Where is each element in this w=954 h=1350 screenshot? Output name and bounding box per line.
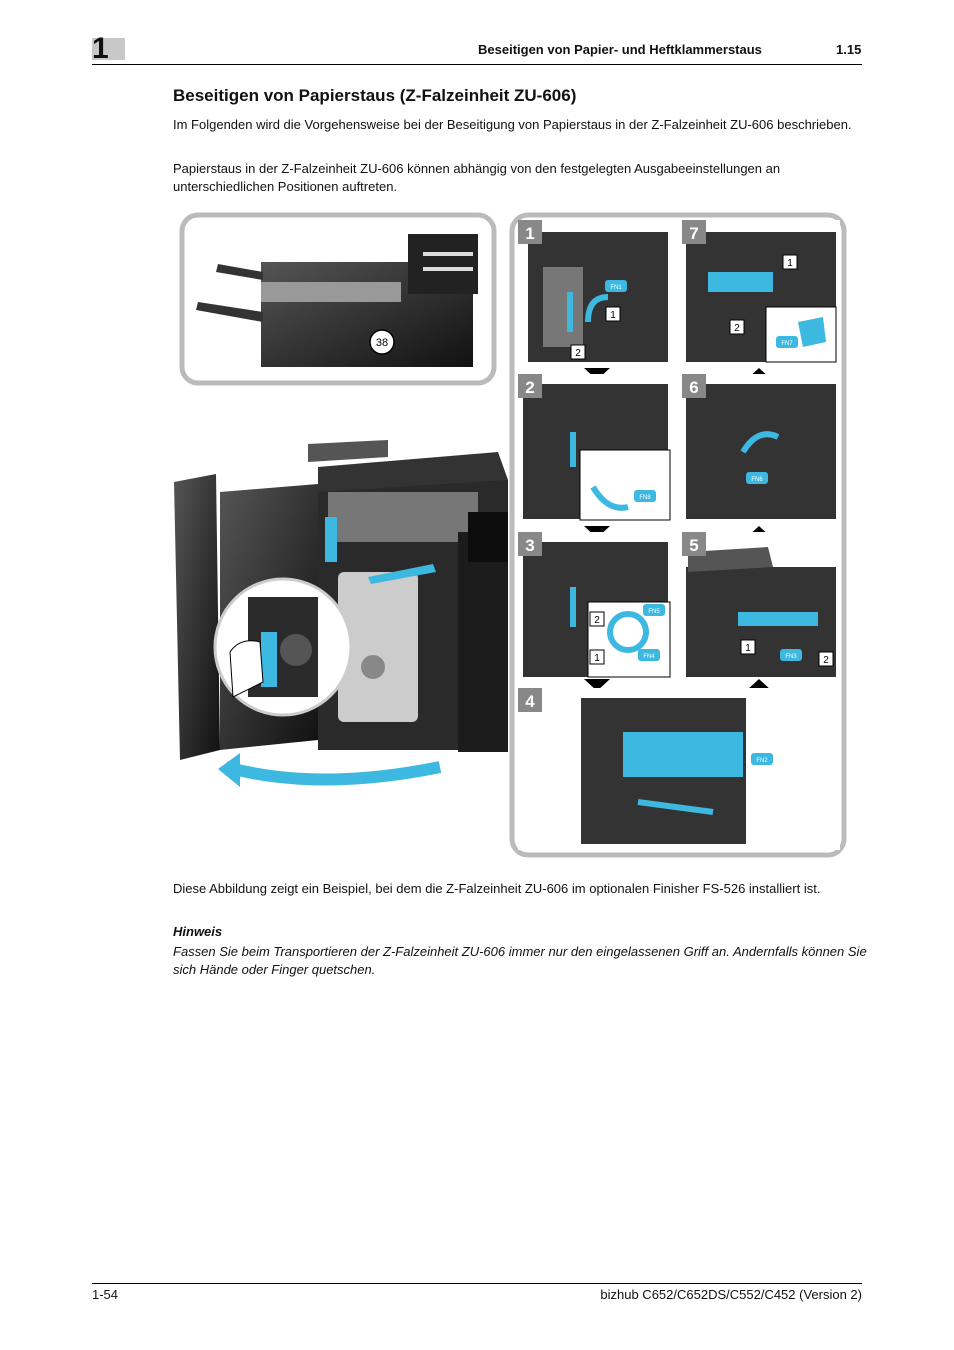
running-header-title: Beseitigen von Papier- und Heftklammerst…	[478, 42, 762, 57]
step-4-frame: FN2	[518, 688, 840, 850]
overview-machine	[196, 234, 478, 367]
step-5-badge	[682, 532, 706, 556]
product-name: bizhub C652/C652DS/C552/C452 (Version 2)	[600, 1287, 862, 1302]
intro-paragraph: Im Folgenden wird die Vorgehensweise bei…	[173, 117, 852, 132]
label-fn3: FN3	[785, 654, 797, 660]
chapter-marker	[92, 38, 125, 60]
step-4-number: 4	[525, 692, 535, 711]
label-fn8: FN8	[639, 495, 651, 501]
step-3-frame: FN5 FN4 2 1	[518, 532, 676, 682]
step-7-badge	[682, 220, 706, 244]
main-machine	[174, 440, 508, 760]
step-3-badge	[518, 532, 542, 556]
step-1-number: 1	[525, 224, 534, 243]
step-5-number: 5	[689, 536, 698, 555]
label-step5-2: 2	[823, 655, 829, 666]
label-fn7: FN7	[781, 341, 793, 347]
label-fn5: FN5	[648, 609, 660, 615]
header-divider	[92, 64, 862, 65]
step-7-number: 7	[689, 224, 698, 243]
step-2-frame: FN8	[518, 374, 676, 526]
step-2-number: 2	[525, 378, 534, 397]
running-header-section: 1.15	[836, 42, 862, 57]
note-heading: Hinweis	[173, 924, 223, 939]
step-1-frame: FN1 1 2	[518, 220, 676, 368]
step-6-number: 6	[689, 378, 698, 397]
callout-circle	[369, 329, 395, 355]
label-fn4: FN4	[643, 654, 655, 660]
step-6-badge	[682, 374, 706, 398]
step-1-badge	[518, 220, 542, 244]
section-title: Beseitigen von Papierstaus (Z-Falzeinhei…	[173, 86, 577, 105]
step-3-number: 3	[525, 536, 534, 555]
open-door-arrow	[224, 761, 442, 786]
label-step5-1: 1	[745, 643, 751, 654]
chapter-number: 1	[92, 32, 109, 65]
label-fn2: FN2	[756, 758, 768, 764]
footer-divider	[92, 1283, 862, 1284]
arrow-down-3	[584, 679, 610, 691]
note-text: Fassen Sie beim Transportieren der Z-Fal…	[173, 944, 867, 977]
label-step1-1: 1	[610, 310, 616, 321]
label-step3-2: 2	[594, 615, 600, 626]
label-fn1: FN1	[610, 285, 622, 291]
label-step1-2: 2	[575, 348, 581, 359]
figure-caption: Diese Abbildung zeigt ein Beispiel, bei …	[173, 881, 821, 896]
callout-number: 38	[376, 337, 388, 349]
step-7-frame: FN7 1 2	[682, 220, 840, 368]
step-2-badge	[518, 374, 542, 398]
label-fn6: FN6	[751, 477, 763, 483]
label-step7-1: 1	[787, 258, 793, 269]
positions-paragraph: Papierstaus in der Z-Falzeinheit ZU-606 …	[173, 161, 781, 194]
zoom-detail	[229, 597, 318, 698]
label-step3-1: 1	[594, 653, 600, 664]
page-number: 1-54	[92, 1287, 119, 1302]
label-step7-2: 2	[734, 323, 740, 334]
jam-clearing-illustration: 38 FN1 1 2 1	[174, 212, 847, 858]
step-6-frame: FN6	[682, 374, 840, 526]
step-4-badge	[518, 688, 542, 712]
step-5-frame: FN3 1 2	[682, 532, 840, 682]
